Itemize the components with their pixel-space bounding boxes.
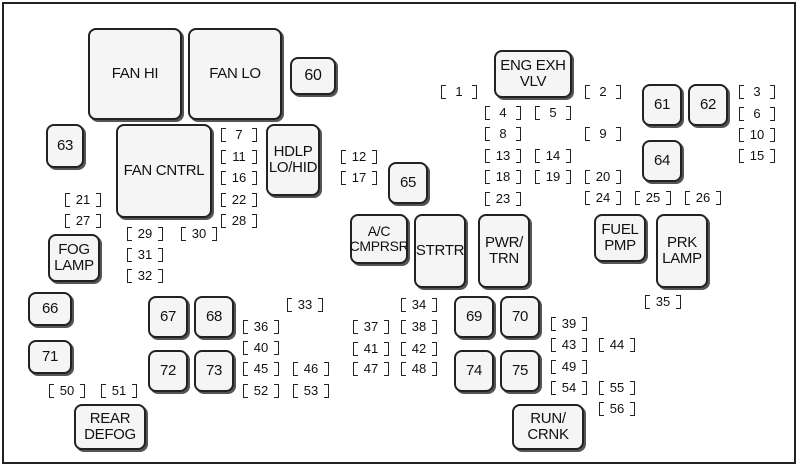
fuse-46: 46: [292, 361, 330, 377]
prk-lamp-relay: PRK LAMP: [656, 214, 708, 288]
fan-cntrl-relay: FAN CNTRL: [116, 124, 212, 218]
fuse-39: 39: [550, 316, 588, 332]
fuse-13: 13: [484, 148, 522, 164]
fuse-24: 24: [584, 190, 622, 206]
fuse-18: 18: [484, 169, 522, 185]
fuse-25: 25: [634, 190, 672, 206]
fuse-36: 36: [242, 319, 280, 335]
relay-63: 63: [46, 124, 84, 168]
relay-61: 61: [642, 84, 682, 126]
relay-72: 72: [148, 350, 188, 392]
fuse-37: 37: [352, 319, 390, 335]
fuse-6: 6: [738, 106, 776, 122]
relay-64: 64: [642, 140, 682, 182]
fuse-4: 4: [484, 105, 522, 121]
fuse-12: 12: [340, 149, 378, 165]
fuse-38: 38: [400, 319, 438, 335]
fuse-7: 7: [220, 127, 258, 143]
fuse-14: 14: [534, 148, 572, 164]
relay-66: 66: [28, 292, 72, 326]
fuse-17: 17: [340, 170, 378, 186]
relay-75: 75: [500, 350, 540, 392]
fuse-8: 8: [484, 126, 522, 142]
fuse-52: 52: [242, 383, 280, 399]
relay-65: 65: [388, 162, 428, 204]
fuse-30: 30: [180, 226, 218, 242]
fuse-41: 41: [352, 341, 390, 357]
relay-70: 70: [500, 296, 540, 338]
fuel-pmp-relay: FUEL PMP: [594, 214, 646, 262]
relay-73: 73: [194, 350, 234, 392]
fuse-55: 55: [598, 380, 636, 396]
pwr-trn-relay: PWR/ TRN: [478, 214, 530, 288]
fuse-43: 43: [550, 337, 588, 353]
eng-exh-vlv-relay: ENG EXH VLV: [494, 50, 572, 98]
fuse-47: 47: [352, 361, 390, 377]
fuse-21: 21: [64, 192, 102, 208]
fuse-56: 56: [598, 401, 636, 417]
relay-69: 69: [454, 296, 494, 338]
fuse-50: 50: [48, 383, 86, 399]
fuse-9: 9: [584, 126, 622, 142]
fuse-44: 44: [598, 337, 636, 353]
fuse-10: 10: [738, 127, 776, 143]
ac-cmprsr-relay: A/C CMPRSR: [350, 214, 409, 264]
relay-67: 67: [148, 296, 188, 338]
fan-lo-relay: FAN LO: [188, 28, 282, 120]
fuse-33: 33: [286, 297, 324, 313]
fuse-26: 26: [684, 190, 722, 206]
relay-62: 62: [688, 84, 728, 126]
relay-68: 68: [194, 296, 234, 338]
strtr-relay: STRTR: [414, 214, 466, 288]
fuse-42: 42: [400, 341, 438, 357]
fuse-40: 40: [242, 340, 280, 356]
fuse-2: 2: [584, 84, 622, 100]
fuse-22: 22: [220, 192, 258, 208]
fuse-19: 19: [534, 169, 572, 185]
fuse-35: 35: [644, 294, 682, 310]
fuse-box-diagram: FAN HI FAN LO 60 ENG EXH VLV 61 62 63 FA…: [2, 2, 796, 464]
fuse-27: 27: [64, 213, 102, 229]
fuse-1: 1: [440, 84, 478, 100]
fuse-23: 23: [484, 191, 522, 207]
fuse-31: 31: [126, 247, 164, 263]
fuse-28: 28: [220, 213, 258, 229]
fuse-34: 34: [400, 297, 438, 313]
fuse-20: 20: [584, 169, 622, 185]
fuse-49: 49: [550, 359, 588, 375]
relay-60: 60: [290, 57, 336, 95]
fuse-5: 5: [534, 105, 572, 121]
fog-lamp-relay: FOG LAMP: [48, 234, 100, 282]
fuse-29: 29: [126, 226, 164, 242]
fuse-11: 11: [220, 149, 258, 165]
fuse-51: 51: [100, 383, 138, 399]
fuse-48: 48: [400, 361, 438, 377]
relay-71: 71: [28, 340, 72, 374]
fuse-16: 16: [220, 170, 258, 186]
fan-hi-relay: FAN HI: [88, 28, 182, 120]
hdlp-lo-hid-relay: HDLP LO/HID: [266, 124, 320, 196]
relay-74: 74: [454, 350, 494, 392]
fuse-3: 3: [738, 84, 776, 100]
run-crnk-relay: RUN/ CRNK: [512, 404, 584, 450]
fuse-54: 54: [550, 380, 588, 396]
fuse-32: 32: [126, 268, 164, 284]
fuse-45: 45: [242, 361, 280, 377]
fuse-53: 53: [292, 383, 330, 399]
rear-defog-relay: REAR DEFOG: [74, 404, 146, 450]
fuse-15: 15: [738, 148, 776, 164]
